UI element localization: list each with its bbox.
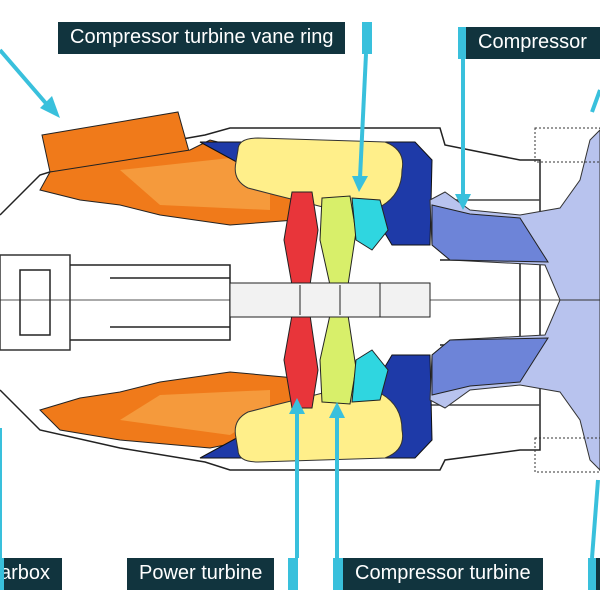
vane-ring-bottom — [351, 349, 389, 403]
compressor-stages-top — [431, 204, 549, 263]
label-accent-vane-ring — [362, 22, 372, 54]
compressor-turbine-section — [319, 195, 357, 405]
compressor-turbine-top — [319, 195, 357, 286]
label-compressor-turbine-vane-ring: Compressor turbine vane ring — [58, 22, 346, 54]
shaft-details — [229, 282, 431, 318]
label-power-turbine: Power turbine — [127, 558, 275, 590]
pointer-compressor — [455, 56, 471, 210]
label-accent-gearbox — [0, 558, 4, 590]
label-accent-compressor — [458, 27, 468, 59]
pointer-lines — [0, 48, 600, 559]
engine-casing-outline — [0, 127, 600, 471]
vane-ring-section — [351, 197, 389, 403]
pointer-exhaust — [0, 48, 60, 118]
pointer-power-turbine — [289, 398, 305, 558]
label-compressor-turbine: Compressor turbine — [343, 558, 543, 590]
exhaust-duct-bottom-inner — [120, 390, 270, 435]
pointer-compressor-right — [590, 89, 600, 113]
label-gearbox: arbox — [0, 558, 63, 590]
compressor-stages-bottom — [431, 337, 549, 396]
label-compressor: Compressor — [466, 27, 600, 59]
vane-ring-top — [351, 197, 389, 251]
compressor-inlet-screen-bottom — [534, 437, 600, 473]
label-accent-bottom-right — [588, 558, 598, 590]
label-accent-power-turbine — [288, 558, 298, 590]
compressor-section — [429, 127, 600, 473]
compressor-turbine-bottom — [319, 314, 357, 405]
power-turbine-section — [283, 191, 319, 409]
pointer-vane-ring — [352, 53, 368, 192]
combustor-liner-bottom — [234, 385, 404, 463]
compressor-inlet-screen-top — [534, 127, 600, 163]
pointer-compressor-turbine — [329, 402, 345, 558]
exhaust-duct-top-inner — [120, 158, 270, 210]
label-accent-compressor-turbine — [333, 558, 343, 590]
label-bottom-right-stub — [596, 558, 600, 590]
pointer-bottom-right — [590, 479, 600, 559]
